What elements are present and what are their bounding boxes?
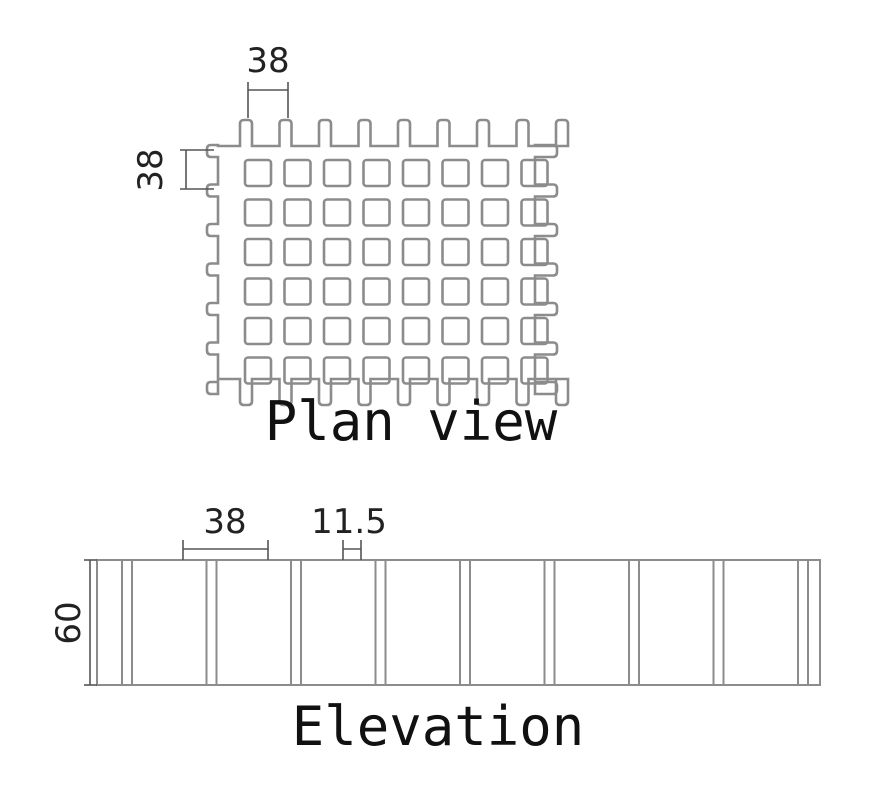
plan-grating-outline	[205, 118, 570, 407]
elev-dim-height: 60	[49, 559, 97, 686]
elev-dim-thickness: 11.5	[311, 502, 387, 560]
plan-cell	[322, 316, 352, 346]
plan-view-caption: Plan view	[265, 390, 558, 453]
plan-cell	[520, 158, 549, 188]
plan-cell	[441, 198, 470, 227]
plan-dim-h-label: 38	[246, 41, 289, 81]
plan-cell	[401, 277, 431, 306]
plan-cell	[520, 198, 549, 227]
plan-cell	[243, 198, 273, 227]
plan-cell	[480, 237, 510, 267]
plan-cell	[283, 237, 312, 267]
plan-cell	[243, 316, 273, 346]
plan-cell	[480, 356, 510, 385]
elevation-caption: Elevation	[292, 695, 585, 758]
plan-cell	[362, 237, 391, 267]
elevation-view: 38 11.5 60 Elevation	[49, 502, 821, 758]
plan-cell	[243, 277, 273, 306]
plan-cell	[401, 158, 431, 188]
plan-cell	[520, 356, 549, 385]
plan-view: 38 38 Plan view	[131, 41, 570, 453]
plan-cell	[441, 158, 470, 188]
elev-dim-pitch: 38	[182, 502, 269, 560]
plan-cell	[401, 198, 431, 227]
plan-cell	[441, 316, 470, 346]
plan-cell	[362, 316, 391, 346]
plan-dim-v-label: 38	[131, 148, 171, 191]
plan-cell	[283, 198, 312, 227]
plan-cell	[322, 356, 352, 385]
plan-grating-cells	[243, 158, 549, 385]
plan-cell	[243, 237, 273, 267]
plan-cell	[520, 237, 549, 267]
elevation-outline	[96, 559, 821, 686]
elev-dim-height-label: 60	[49, 601, 89, 644]
plan-cell	[322, 158, 352, 188]
plan-cell	[362, 198, 391, 227]
plan-cell	[401, 237, 431, 267]
plan-dim-horizontal: 38	[246, 41, 290, 118]
plan-cell	[283, 158, 312, 188]
plan-cell	[362, 158, 391, 188]
elevation-bars	[121, 560, 809, 685]
plan-cell	[480, 316, 510, 346]
plan-cell	[480, 198, 510, 227]
plan-cell	[283, 356, 312, 385]
plan-cell	[441, 277, 470, 306]
plan-cell	[362, 277, 391, 306]
elev-dim-pitch-label: 38	[203, 502, 246, 542]
plan-cell	[401, 316, 431, 346]
plan-dim-vertical: 38	[131, 148, 214, 192]
plan-cell	[322, 198, 352, 227]
plan-cell	[401, 356, 431, 385]
plan-cell	[322, 237, 352, 267]
plan-cell	[243, 356, 273, 385]
plan-cell	[441, 356, 470, 385]
plan-cell	[243, 158, 273, 188]
plan-cell	[283, 316, 312, 346]
plan-cell	[520, 277, 549, 306]
plan-cell	[322, 277, 352, 306]
plan-cell	[520, 316, 549, 346]
plan-cell	[441, 237, 470, 267]
elev-dim-thickness-label: 11.5	[311, 502, 387, 542]
plan-cell	[362, 356, 391, 385]
plan-cell	[480, 158, 510, 188]
plan-cell	[480, 277, 510, 306]
plan-cell	[283, 277, 312, 306]
